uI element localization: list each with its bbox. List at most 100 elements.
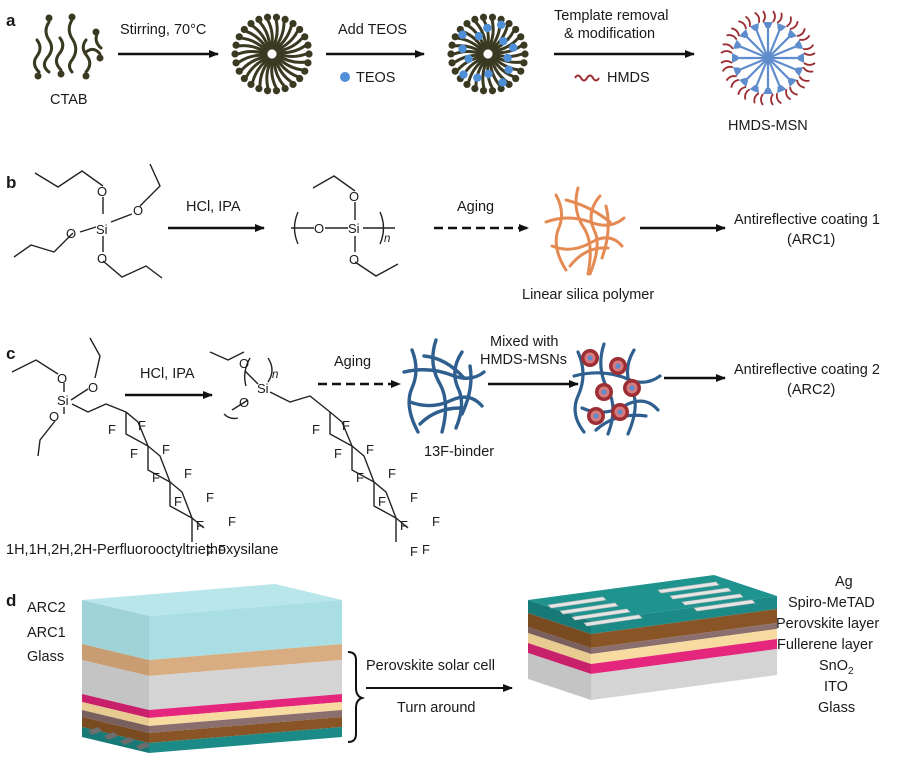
o-atom: O: [314, 221, 324, 236]
o-atom: O: [57, 371, 67, 386]
right-layer-label: Glass: [818, 700, 855, 716]
si-atom: Si: [96, 222, 108, 237]
left-layer-label: ARC1: [27, 625, 66, 641]
repeat-n: n: [272, 369, 278, 381]
si-atom: Si: [257, 381, 269, 396]
f-atom: F: [378, 494, 386, 509]
o-atom: O: [88, 380, 98, 395]
f-atom: F: [400, 518, 408, 533]
ctab-molecules: [32, 18, 103, 74]
silver-electrodes: [547, 581, 756, 627]
right-layer-label: Ag: [835, 574, 853, 590]
f-atom: F: [206, 490, 214, 505]
si-atom: Si: [348, 221, 360, 236]
perovskite-solar-cell-label: Perovskite solar cell: [366, 658, 495, 674]
o-atom: O: [133, 203, 143, 218]
right-layer-label: Fullerene layer: [777, 637, 873, 653]
polysiloxane-structure: [291, 175, 399, 277]
f-atom: F: [410, 544, 418, 559]
teos-structure: [13, 163, 163, 279]
linear-silica-polymer-icon: [544, 186, 626, 276]
f-atom: F: [130, 446, 138, 461]
f-atom: F: [388, 466, 396, 481]
hmds-msn-label: HMDS-MSN: [728, 118, 808, 134]
repeat-n: n: [384, 233, 390, 245]
aging-label: Aging: [457, 199, 494, 215]
right-layer-label: Spiro-MeTAD: [788, 595, 875, 611]
f-atom: F: [108, 422, 116, 437]
mixed-with-label: Mixed with: [490, 334, 559, 350]
f-atom: F: [410, 490, 418, 505]
hmds-legend-label: HMDS: [607, 70, 650, 86]
f-atom: F: [162, 442, 170, 457]
f-atom: F: [366, 442, 374, 457]
panel-c-label: c: [6, 344, 15, 363]
arc1-title: Antireflective coating 1: [734, 212, 880, 228]
right-layer-label: ITO: [824, 679, 848, 695]
bracket-icon: [347, 651, 366, 743]
contact-pads: [88, 727, 150, 750]
o-atom: O: [239, 356, 249, 371]
right-layer-label: Perovskite layer: [776, 616, 879, 632]
left-device-stack: [82, 584, 342, 753]
linear-silica-polymer-label: Linear silica polymer: [522, 287, 654, 303]
panel-a: a CTAB Stirring, 70°C Add TEOS TEOS Temp…: [6, 8, 816, 134]
si-atom: Si: [57, 393, 69, 408]
arc1-subtitle: (ARC1): [787, 232, 835, 248]
f-atom: F: [228, 514, 236, 529]
ctab-heads: [34, 13, 104, 80]
mini-msn-particles: [581, 349, 641, 425]
perfluorooctylsilane-structure: [11, 337, 205, 542]
add-teos-label: Add TEOS: [338, 22, 407, 38]
panel-d-label: d: [6, 591, 16, 610]
o-atom: O: [349, 189, 359, 204]
sno2-label: SnO2: [819, 658, 854, 677]
f-atom: F: [184, 466, 192, 481]
f-atom: F: [334, 446, 342, 461]
hmds-wave-icon: [574, 74, 600, 82]
f-atom: F: [342, 418, 350, 433]
hcl-ipa-label: HCl, IPA: [186, 199, 241, 215]
aging-label-c: Aging: [334, 354, 371, 370]
o-atom: O: [97, 251, 107, 266]
left-layer-label: ARC2: [27, 600, 66, 616]
o-atom: O: [239, 395, 249, 410]
panel-b: b Si O O O O HCl, IPA O: [6, 163, 880, 303]
panel-b-label: b: [6, 173, 16, 192]
hmds-msns-label: HMDS-MSNs: [480, 352, 567, 368]
compound-name: 1H,1H,2H,2H-Perfluorooctyltriethoxysilan…: [6, 542, 278, 558]
o-atom: O: [349, 252, 359, 267]
binder-network-icon: [402, 338, 486, 434]
f-atom: F: [206, 544, 214, 559]
micelle: [231, 13, 313, 95]
f-atom: F: [138, 418, 146, 433]
left-layer-label: Glass: [27, 649, 64, 665]
panel-d: d ARC2 ARC1 Glass Perovskite solar cell …: [6, 574, 879, 753]
o-atom: O: [66, 226, 76, 241]
f-atom: F: [218, 542, 226, 557]
right-device-stack: [528, 575, 777, 700]
fluorinated-polymer-structure: [209, 351, 409, 542]
f-atom: F: [152, 470, 160, 485]
turn-around-label: Turn around: [397, 700, 475, 716]
arc2-subtitle: (ARC2): [787, 382, 835, 398]
stirring-label: Stirring, 70°C: [120, 22, 206, 38]
ctab-label: CTAB: [50, 92, 88, 108]
panel-a-label: a: [6, 11, 16, 30]
template-removal-label: Template removal: [554, 8, 668, 24]
o-atom: O: [49, 409, 59, 424]
o-atom: O: [97, 184, 107, 199]
hmds-msn-particle: [720, 10, 816, 106]
f-atom: F: [196, 518, 204, 533]
f-atom: F: [432, 514, 440, 529]
arc2-composite-icon: [572, 342, 662, 436]
f-atom: F: [356, 470, 364, 485]
f-atom: F: [422, 542, 430, 557]
teos-dot-icon: [340, 72, 350, 82]
binder-label: 13F-binder: [424, 444, 494, 460]
modification-label: & modification: [564, 26, 655, 42]
